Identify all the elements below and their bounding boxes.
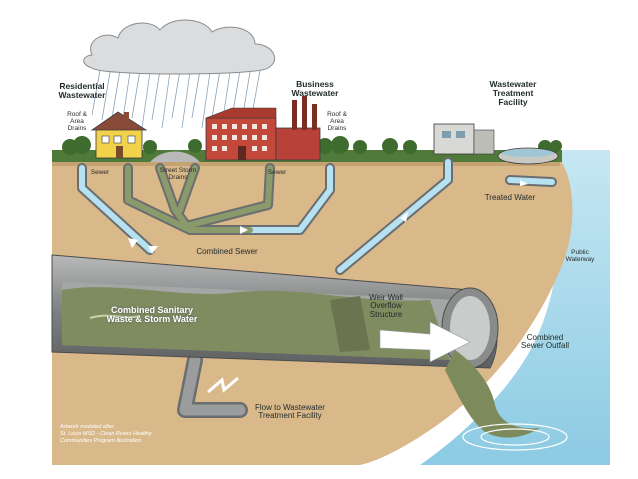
sewer-pipes bbox=[77, 157, 557, 418]
treatment-facility-icon bbox=[433, 123, 559, 165]
rain-cloud-icon bbox=[83, 19, 276, 129]
outfall-discharge bbox=[445, 350, 540, 438]
street-mound bbox=[150, 151, 200, 162]
weir-wall bbox=[330, 296, 370, 352]
label-sewer-left: Sewer bbox=[90, 169, 110, 176]
business-factory-icon bbox=[205, 96, 321, 161]
label-treated-water: Treated Water bbox=[484, 193, 536, 202]
label-sewer-right: Sewer bbox=[267, 169, 287, 176]
residential-house-icon bbox=[90, 111, 148, 159]
waste-highlight bbox=[89, 314, 141, 319]
trees bbox=[62, 136, 562, 155]
flow-arrows bbox=[128, 180, 528, 394]
label-combined-sewer: Combined Sewer bbox=[196, 247, 258, 256]
combined-sewer-pipe bbox=[51, 254, 499, 369]
splash-ripples bbox=[462, 423, 568, 451]
overflow-arrow bbox=[379, 321, 471, 363]
